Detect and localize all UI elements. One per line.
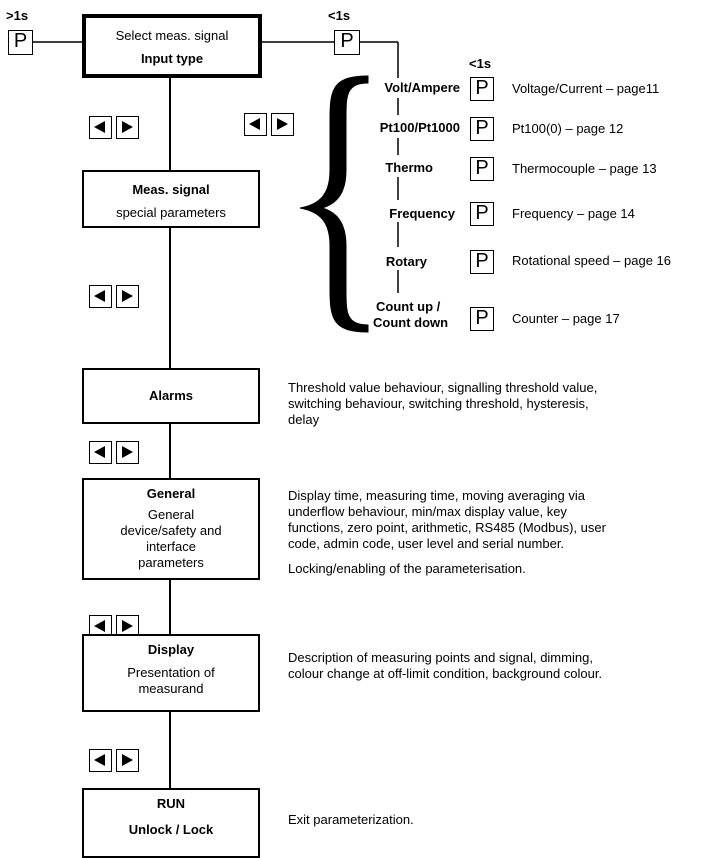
signal-desc-thermo: Thermocouple – page 13 bbox=[512, 161, 657, 176]
display-title: Display bbox=[147, 642, 195, 657]
arrow-keys bbox=[89, 749, 139, 773]
run-description: Exit parameterization. bbox=[288, 812, 414, 827]
signal-desc-rotary: Rotational speed – page 16 bbox=[512, 253, 672, 268]
input-type-box[interactable]: Select meas. signal Input type bbox=[82, 14, 262, 78]
general-sub-3: interface bbox=[146, 539, 196, 554]
curly-brace-icon bbox=[299, 75, 369, 333]
general-desc-line: underflow behaviour, min/max display val… bbox=[288, 504, 567, 519]
display-desc-line: Description of measuring points and sign… bbox=[288, 650, 593, 665]
left-arrow-key-icon[interactable] bbox=[89, 749, 112, 772]
alarms-desc-line: delay bbox=[288, 412, 320, 427]
run-sub: Unlock / Lock bbox=[128, 822, 214, 837]
general-sub-2: device/safety and bbox=[120, 523, 222, 538]
p-key-icon[interactable]: P bbox=[470, 117, 494, 141]
signal-label-count-line2: Count down bbox=[373, 315, 449, 330]
signal-label-pt100: Pt100/Pt1000 bbox=[379, 120, 460, 135]
run-title: RUN bbox=[156, 796, 186, 811]
signal-label-thermo: Thermo bbox=[385, 160, 433, 175]
signal-desc-frequency: Frequency – page 14 bbox=[512, 206, 635, 221]
general-desc-line: Display time, measuring time, moving ave… bbox=[288, 488, 585, 503]
alarms-desc-line: Threshold value behaviour, signalling th… bbox=[288, 380, 598, 395]
p-key-icon[interactable]: P bbox=[470, 307, 494, 331]
arrow-keys bbox=[89, 285, 139, 309]
alarms-box[interactable]: Alarms bbox=[82, 368, 260, 424]
run-box[interactable]: RUN Unlock / Lock bbox=[82, 788, 260, 858]
right-arrow-key-icon[interactable] bbox=[116, 116, 139, 139]
signal-desc-volt-ampere: Voltage/Current – page11 bbox=[512, 81, 660, 96]
display-description: Description of measuring points and sign… bbox=[288, 650, 602, 682]
general-box[interactable]: General General device/safety and interf… bbox=[82, 478, 260, 580]
meas-signal-title: Meas. signal bbox=[132, 182, 210, 197]
signal-label-count: Count up / Count down bbox=[355, 299, 466, 331]
general-lock-description: Locking/enabling of the parameterisation… bbox=[288, 561, 526, 576]
right-arrow-key-icon[interactable] bbox=[116, 285, 139, 308]
general-description: Display time, measuring time, moving ave… bbox=[288, 488, 606, 552]
alarms-title: Alarms bbox=[148, 388, 194, 403]
display-sub-1: Presentation of bbox=[127, 665, 215, 680]
arrow-keys bbox=[89, 116, 139, 140]
right-arrow-key-icon[interactable] bbox=[116, 749, 139, 772]
meas-signal-sub: special parameters bbox=[116, 205, 226, 220]
right-arrow-key-icon[interactable] bbox=[116, 441, 139, 464]
p-key-icon[interactable]: P bbox=[334, 30, 360, 55]
meas-signal-box[interactable]: Meas. signal special parameters bbox=[82, 170, 260, 228]
p-key-icon[interactable]: P bbox=[470, 202, 494, 226]
general-desc-line: functions, zero point, arithmetic, RS485… bbox=[288, 520, 606, 535]
signal-desc-count: Counter – page 17 bbox=[512, 311, 620, 326]
left-arrow-key-icon[interactable] bbox=[89, 441, 112, 464]
display-box[interactable]: Display Presentation of measurand bbox=[82, 634, 260, 712]
general-sub-1: General bbox=[147, 507, 195, 522]
signal-label-volt-ampere: Volt/Ampere bbox=[384, 80, 460, 95]
alarms-desc-line: switching behaviour, switching threshold… bbox=[288, 396, 589, 411]
signal-label-rotary: Rotary bbox=[385, 254, 427, 269]
input-type-title: Input type bbox=[140, 51, 204, 66]
signal-label-frequency: Frequency bbox=[389, 206, 455, 221]
p-key-icon[interactable]: P bbox=[470, 157, 494, 181]
arrow-keys bbox=[89, 441, 139, 465]
press-duration-label: <1s bbox=[469, 56, 492, 71]
left-arrow-key-icon[interactable] bbox=[244, 113, 267, 136]
display-desc-line: colour change at off-limit condition, ba… bbox=[288, 666, 603, 681]
signal-label-count-line1: Count up / bbox=[376, 299, 441, 314]
hold-duration-label: >1s bbox=[6, 8, 29, 23]
left-arrow-key-icon[interactable] bbox=[89, 615, 112, 638]
p-key-icon[interactable]: P bbox=[8, 30, 33, 55]
press-duration-label: <1s bbox=[328, 8, 351, 23]
general-desc-line: code, admin code, user level and serial … bbox=[288, 536, 565, 551]
arrow-keys bbox=[244, 113, 294, 137]
right-arrow-key-icon[interactable] bbox=[271, 113, 294, 136]
alarms-description: Threshold value behaviour, signalling th… bbox=[288, 380, 597, 428]
p-key-icon[interactable]: P bbox=[470, 250, 494, 274]
p-key-icon[interactable]: P bbox=[470, 77, 494, 101]
signal-desc-pt100: Pt100(0) – page 12 bbox=[512, 121, 624, 136]
input-type-line1: Select meas. signal bbox=[115, 28, 229, 43]
general-title: General bbox=[146, 486, 196, 501]
left-arrow-key-icon[interactable] bbox=[89, 116, 112, 139]
display-sub-2: measurand bbox=[138, 681, 204, 696]
general-sub-4: parameters bbox=[138, 555, 204, 570]
left-arrow-key-icon[interactable] bbox=[89, 285, 112, 308]
